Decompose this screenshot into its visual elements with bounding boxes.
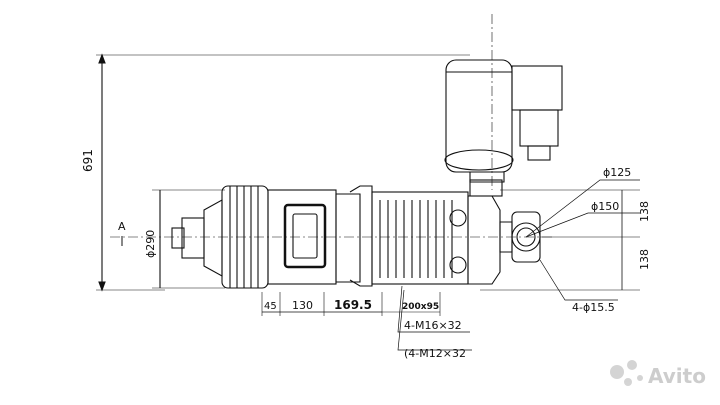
dim-height-691: 691 [81,149,95,172]
dim-130: 130 [292,299,313,312]
note-bolts-m16: 4-M16×32 [404,319,462,332]
dim-45: 45 [264,301,277,312]
dim-diameter-125: ϕ125 [603,166,631,179]
avito-watermark: Avito [610,360,706,388]
dim-138-bottom: 138 [638,249,651,270]
section-mark: A [118,220,126,233]
dim-diameter-150: ϕ150 [591,200,619,213]
dim-200x95: 200x95 [402,302,439,312]
dim-169-5: 169.5 [334,298,372,312]
note-holes-15-5: 4-ϕ15.5 [572,301,615,314]
watermark-text: Avito [648,364,706,388]
pump-fins [371,191,469,285]
avito-logo-icon [610,360,643,386]
note-bolts-m12: (4-M12×32 [404,347,466,360]
motor-fins [221,185,269,289]
dim-diameter-290: ϕ290 [144,230,157,258]
outline-geometry [96,14,640,351]
dim-138-top: 138 [638,201,651,222]
